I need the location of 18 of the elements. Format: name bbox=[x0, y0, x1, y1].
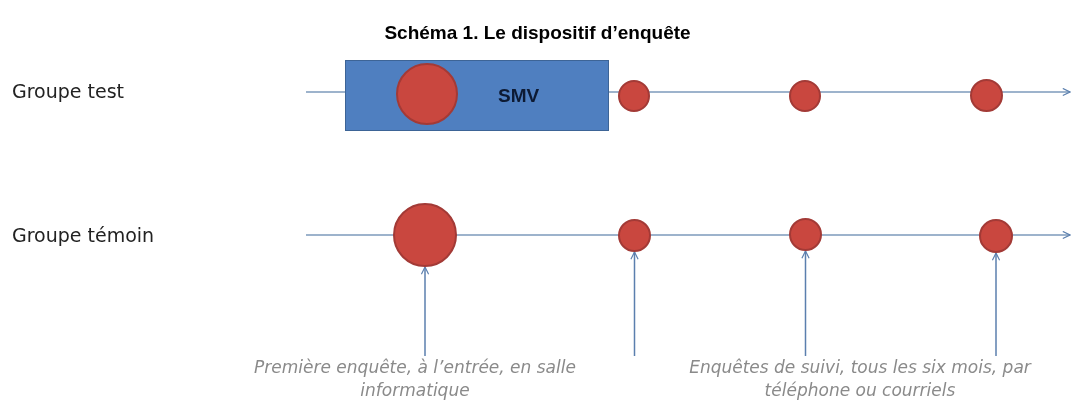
arrow bbox=[420, 266, 430, 357]
circle-marker bbox=[618, 80, 650, 112]
arrow bbox=[630, 251, 639, 357]
circle-marker bbox=[789, 80, 821, 112]
box-label: SMV bbox=[498, 84, 540, 107]
circle-marker bbox=[970, 79, 1003, 112]
diagram-title: Schéma 1. Le dispositif d’enquête bbox=[383, 22, 692, 44]
group-label: Groupe test bbox=[12, 80, 125, 102]
annotation-text: Première enquête, à l’entrée, en salle informatique bbox=[240, 356, 590, 412]
circle-marker bbox=[618, 219, 651, 252]
arrow bbox=[801, 250, 810, 357]
circle-marker bbox=[393, 203, 457, 267]
group-label: Groupe témoin bbox=[12, 224, 155, 246]
annotation-text: Enquêtes de suivi, tous les six mois, par téléphone ou courriels bbox=[660, 356, 1060, 412]
arrow bbox=[991, 252, 1001, 357]
intervention-box bbox=[345, 60, 609, 131]
circle-marker bbox=[789, 218, 822, 251]
circle-marker bbox=[979, 219, 1013, 253]
